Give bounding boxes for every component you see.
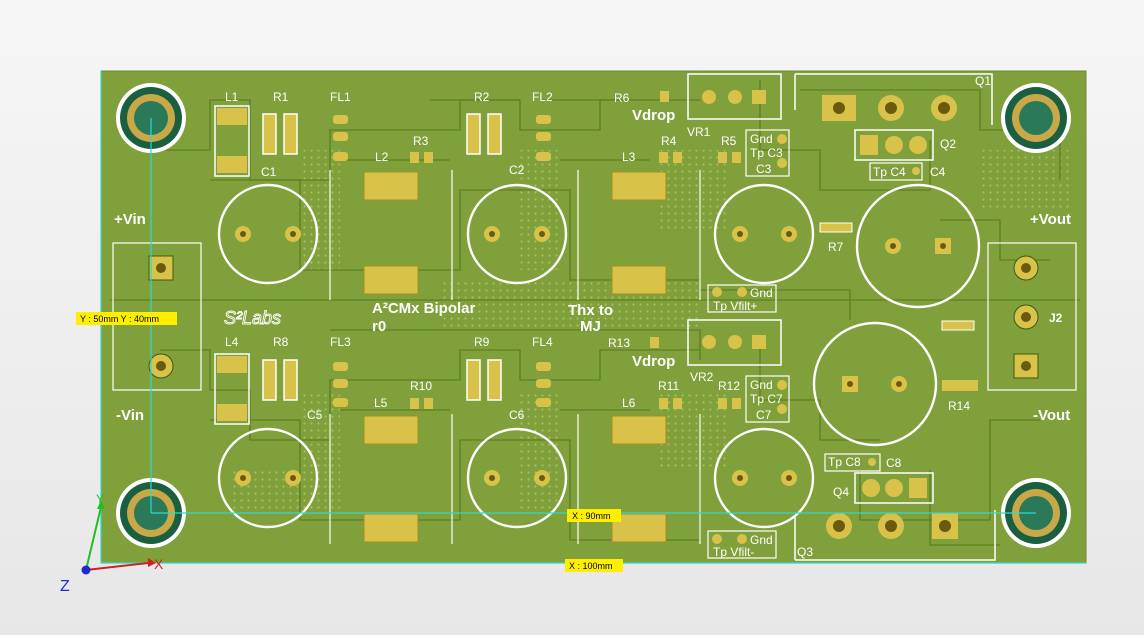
refdes-tp-c8: Tp C8 <box>828 455 861 469</box>
refdes-c6: C6 <box>509 408 525 422</box>
smd-parts <box>214 91 978 425</box>
refdes-q1: Q1 <box>975 74 991 88</box>
measure-badge-x2[interactable]: X : 100mm <box>565 559 623 572</box>
c7-outline <box>713 427 815 529</box>
c3-outline <box>713 183 815 285</box>
refdes-tp-c4: Tp C4 <box>873 165 906 179</box>
refdes-c2: C2 <box>509 163 525 177</box>
refdes-tp-c7: Tp C7 <box>750 392 783 406</box>
refdes-r9: R9 <box>474 335 490 349</box>
refdes-r4: R4 <box>661 134 677 148</box>
refdes-tp-vfilt-pos: Tp Vfilt+ <box>713 299 757 313</box>
refdes-r11: R11 <box>658 379 679 393</box>
board-title-2: r0 <box>372 318 386 335</box>
silkscreen-text: +Vin -Vin +Vout -Vout Vdrop Vdrop A²CMx … <box>114 107 1071 424</box>
axis-label-z: Z <box>60 578 70 595</box>
svg-text:X : 90mm: X : 90mm <box>572 511 611 521</box>
refdes-r3: R3 <box>413 134 429 148</box>
s2labs-logo: S²Labs <box>224 308 281 328</box>
refdes-fl3: FL3 <box>330 335 351 349</box>
refdes-q2: Q2 <box>940 137 956 151</box>
refdes-gnd-low: Gnd <box>750 378 773 392</box>
c1-outline <box>217 183 319 285</box>
label-vdrop-2: Vdrop <box>632 353 675 370</box>
refdes-l3: L3 <box>622 150 636 164</box>
axis-gizmo[interactable]: X Y Z <box>60 492 164 595</box>
refdes-c3: C3 <box>756 162 772 176</box>
axis-label-y: Y <box>96 492 104 506</box>
axis-label-x: X <box>154 556 164 572</box>
refdes-fl1: FL1 <box>330 90 351 104</box>
label-vout-neg: -Vout <box>1033 407 1070 424</box>
refdes-fl4: FL4 <box>532 335 553 349</box>
refdes-r14: R14 <box>948 399 970 413</box>
refdes-r5: R5 <box>721 134 737 148</box>
refdes-q4: Q4 <box>833 485 849 499</box>
label-vin-pos: +Vin <box>114 211 146 228</box>
measure-badge-x1[interactable]: X : 90mm <box>567 509 621 522</box>
testpoint-pads <box>712 134 920 544</box>
refdes-tp-vfilt-neg: Tp Vfilt- <box>713 545 754 559</box>
refdes-l6: L6 <box>622 396 636 410</box>
refdes-gnd-top: Gnd <box>750 132 773 146</box>
refdes-gnd-mid: Gnd <box>750 286 773 300</box>
trimmers <box>687 73 782 366</box>
svg-text:X : 100mm: X : 100mm <box>569 561 613 571</box>
inductor-pads <box>363 171 667 543</box>
refdes-r1: R1 <box>273 90 289 104</box>
capacitor-outlines <box>217 183 981 529</box>
svg-text:Y : 50mm Y : 40mm: Y : 50mm Y : 40mm <box>80 314 159 324</box>
board-title-1: A²CMx Bipolar <box>372 300 476 317</box>
capacitor-pads <box>235 226 951 486</box>
refdes-l5: L5 <box>374 396 388 410</box>
refdes-r6: R6 <box>614 91 630 105</box>
refdes-r7: R7 <box>828 240 844 254</box>
refdes-c7: C7 <box>756 408 772 422</box>
refdes-gnd-bot: Gnd <box>750 533 773 547</box>
refdes-r10: R10 <box>410 379 432 393</box>
thanks-1: Thx to <box>568 302 613 319</box>
refdes-r13: R13 <box>608 336 630 350</box>
thanks-2: MJ <box>580 318 601 335</box>
label-vin-neg: -Vin <box>116 407 144 424</box>
refdes-c5: C5 <box>307 408 323 422</box>
c8-outline <box>812 321 938 447</box>
label-j2: J2 <box>1049 311 1063 325</box>
inductor-silk <box>329 170 701 544</box>
label-vdrop-1: Vdrop <box>632 107 675 124</box>
refdes-tp-c3: Tp C3 <box>750 146 783 160</box>
refdes-l1: L1 <box>225 90 239 104</box>
transistors <box>794 73 996 561</box>
refdes-q3: Q3 <box>797 545 813 559</box>
output-connector-outline <box>987 242 1077 391</box>
measure-badge-y[interactable]: Y : 50mm Y : 40mm <box>76 312 177 325</box>
connector-pads <box>148 255 1039 379</box>
refdes-vr2: VR2 <box>690 370 714 384</box>
refdes-l2: L2 <box>375 150 389 164</box>
refdes-vr1: VR1 <box>687 125 711 139</box>
refdes-labels: L1 R1 FL1 R2 FL2 R6 VR1 Q1 Q2 C1 R3 L2 C… <box>225 74 991 559</box>
refdes-r8: R8 <box>273 335 289 349</box>
c4-outline <box>855 183 981 309</box>
refdes-r12: R12 <box>718 379 740 393</box>
refdes-r2: R2 <box>474 90 490 104</box>
refdes-l4: L4 <box>225 335 239 349</box>
mounting-hole-tr <box>1001 83 1071 153</box>
refdes-c8: C8 <box>886 456 902 470</box>
c2-outline <box>466 183 568 285</box>
refdes-fl2: FL2 <box>532 90 553 104</box>
refdes-c4: C4 <box>930 165 946 179</box>
label-vout-pos: +Vout <box>1030 211 1071 228</box>
c5-outline <box>217 427 319 529</box>
testpoint-boxes <box>707 129 923 559</box>
c6-outline <box>466 427 568 529</box>
refdes-c1: C1 <box>261 165 277 179</box>
